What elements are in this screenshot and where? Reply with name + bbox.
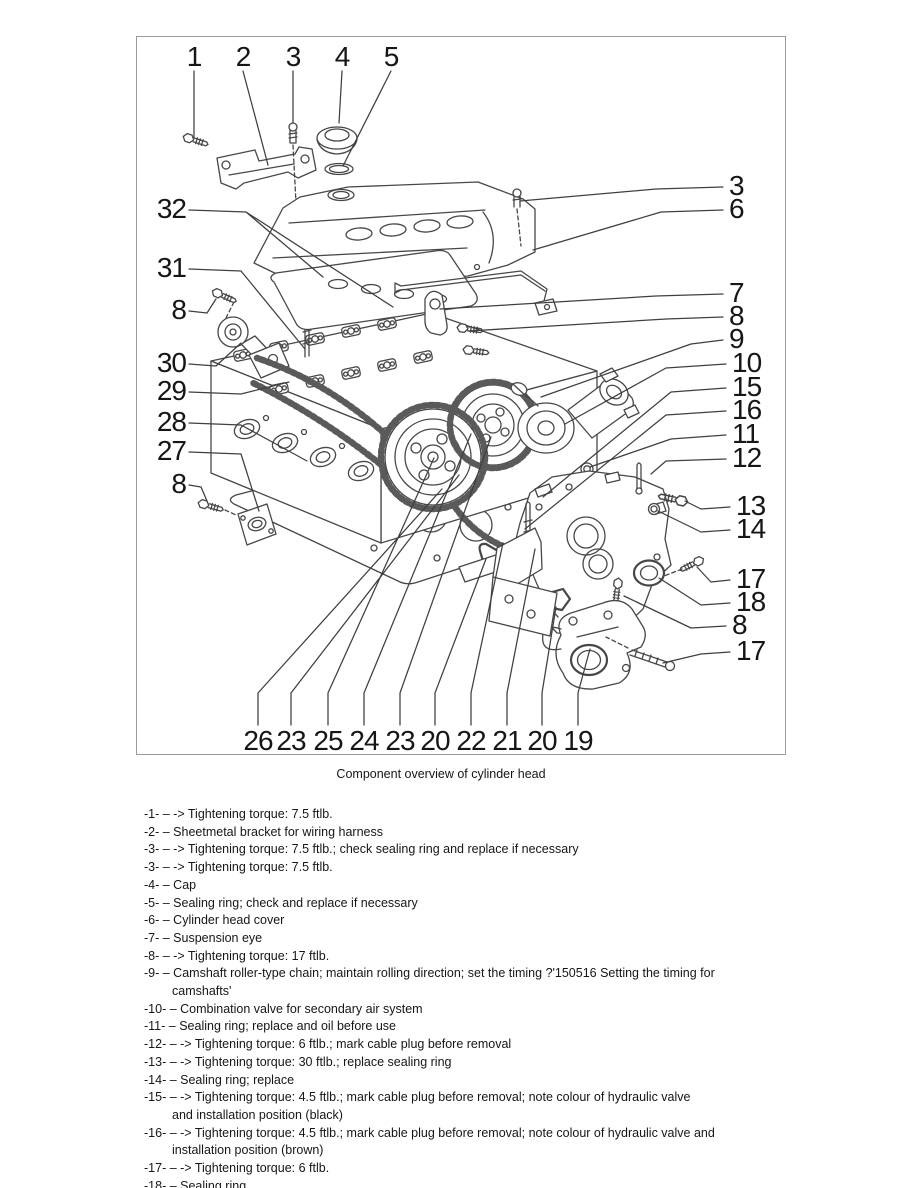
callout-18: 18 <box>736 586 766 617</box>
callout-16: 16 <box>732 394 762 425</box>
callout-17: 17 <box>736 563 766 594</box>
legend-item: -3- – -> Tightening torque: 7.5 ftlb.; c… <box>144 842 579 857</box>
callout-leader-lines <box>188 70 731 726</box>
legend-item: -4- – Cap <box>144 877 197 892</box>
callout-24: 24 <box>349 725 379 756</box>
filler-cap-art <box>316 126 358 155</box>
legend-item: -9- – Camshaft roller-type chain; mainta… <box>144 966 715 999</box>
legend-item: -7- – Suspension eye <box>144 930 263 945</box>
legend-item: -1- – -> Tightening torque: 7.5 ftlb. <box>144 807 333 821</box>
callout-20: 20 <box>420 725 450 756</box>
callout-11: 11 <box>732 418 760 449</box>
legend-item: -8- – -> Tightening torque: 17 ftlb. <box>144 948 330 963</box>
callout-21: 21 <box>492 725 522 756</box>
callout-13: 13 <box>736 490 766 521</box>
legend-item: -3- – -> Tightening torque: 7.5 ftlb. <box>144 860 333 875</box>
parts-legend: -1- – -> Tightening torque: 7.5 ftlb. -2… <box>144 806 902 1188</box>
callout-8: 8 <box>171 468 187 499</box>
diagram-caption: Component overview of cylinder head <box>336 767 546 781</box>
callout-6: 6 <box>729 193 745 224</box>
legend-item: -16- – -> Tightening torque: 4.5 ftlb.; … <box>144 1125 715 1158</box>
legend-item: -17- – -> Tightening torque: 6 ftlb. <box>144 1161 330 1176</box>
callout-1: 1 <box>186 41 203 72</box>
diagram-box: 1 2 3 4 5 3 6 7 8 9 10 15 16 11 12 13 14… <box>136 36 786 755</box>
legend-item: -5- – Sealing ring; check and replace if… <box>144 895 418 910</box>
callout-3: 3 <box>285 41 302 72</box>
callout-10: 10 <box>732 347 762 378</box>
callout-8: 8 <box>171 294 187 325</box>
legend-item: -13- – -> Tightening torque: 30 ftlb.; r… <box>144 1054 452 1069</box>
callout-29: 29 <box>156 375 187 406</box>
callout-28: 28 <box>156 406 187 437</box>
legend-item: -15- – -> Tightening torque: 4.5 ftlb.; … <box>144 1090 691 1122</box>
valve-cover-art <box>253 181 536 284</box>
callout-32: 32 <box>156 193 187 224</box>
callout-25: 25 <box>313 725 343 756</box>
callout-14: 14 <box>736 513 766 544</box>
callout-12: 12 <box>732 442 762 473</box>
legend-item: -18- – Sealing ring <box>144 1178 247 1188</box>
callout-2: 2 <box>235 41 252 72</box>
bolt-icon <box>210 286 239 319</box>
callout-23: 23 <box>385 725 415 756</box>
callout-23: 23 <box>276 725 306 756</box>
callout-15: 15 <box>732 371 762 402</box>
callout-26: 26 <box>243 725 273 756</box>
legend-item: -14- – Sealing ring; replace <box>144 1072 295 1087</box>
callout-17: 17 <box>736 635 766 666</box>
bolt-icon <box>196 498 237 516</box>
bolt-icon <box>181 132 210 149</box>
o-ring-icon <box>647 502 661 516</box>
callout-20: 20 <box>527 725 557 756</box>
long-bolt-art <box>605 636 676 672</box>
legend-item: -10- – Combination valve for secondary a… <box>144 1001 423 1016</box>
seal-ring-art <box>632 559 666 587</box>
callout-19: 19 <box>563 725 593 756</box>
legend-item: -11- – Sealing ring; replace and oil bef… <box>144 1019 397 1034</box>
callout-4: 4 <box>334 41 351 72</box>
callout-7: 7 <box>729 277 745 308</box>
callout-22: 22 <box>456 725 486 756</box>
callout-27: 27 <box>156 435 187 466</box>
coolant-housing-art <box>541 599 646 690</box>
callout-8: 8 <box>732 609 748 640</box>
callout-30: 30 <box>156 347 187 378</box>
bolt-icon <box>663 554 706 577</box>
suspension-eye-art <box>424 290 448 336</box>
legend-item: -6- – Cylinder head cover <box>144 913 285 928</box>
callout-31: 31 <box>156 252 187 283</box>
exhaust-sprocket-art <box>384 408 482 506</box>
callout-3: 3 <box>729 170 745 201</box>
mounting-bracket-art <box>216 146 317 190</box>
seal-ring-icon <box>324 162 354 176</box>
callout-8: 8 <box>729 300 745 331</box>
exploded-view-drawing <box>181 70 731 726</box>
flange-plate-art <box>237 503 277 546</box>
legend-item: -12- – -> Tightening torque: 6 ftlb.; ma… <box>144 1037 512 1052</box>
callout-5: 5 <box>383 41 400 72</box>
legend-item: -2- – Sheetmetal bracket for wiring harn… <box>144 824 383 839</box>
callout-9: 9 <box>729 323 745 354</box>
